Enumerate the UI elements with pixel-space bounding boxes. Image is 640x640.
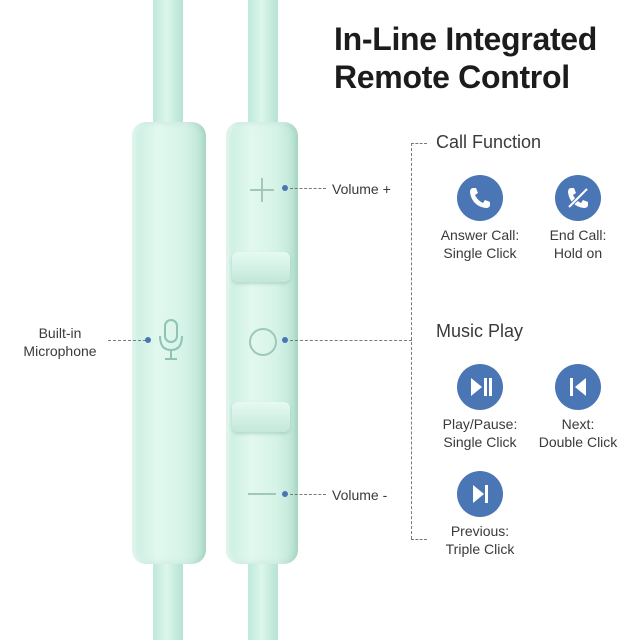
- phone-answer-icon: [457, 175, 503, 221]
- microphone-label-line-1: Built-in: [38, 325, 82, 341]
- microphone-label: Built-in Microphone: [18, 324, 102, 360]
- left-cable-bottom: [153, 560, 183, 640]
- music-play-heading: Music Play: [436, 321, 524, 341]
- title-line-1: In-Line Integrated: [334, 21, 598, 57]
- next-line-1: Next:: [561, 416, 595, 432]
- right-cable-top: [248, 0, 278, 128]
- phone-end-icon: [555, 175, 601, 221]
- left-cable-top: [153, 0, 183, 128]
- end-call-caption: End Call: Hold on: [523, 226, 633, 262]
- volume-down-label: Volume -: [332, 487, 388, 503]
- end-call-line-2: Hold on: [553, 245, 603, 261]
- volume-down-leader-dot: [282, 491, 288, 497]
- center-leader-line: [290, 340, 412, 341]
- answer-call-line-2: Single Click: [443, 245, 517, 261]
- answer-call-caption: Answer Call: Single Click: [425, 226, 535, 262]
- microphone-icon: [156, 318, 186, 362]
- play-pause-line-1: Play/Pause:: [442, 416, 518, 432]
- next-caption: Next: Double Click: [520, 415, 636, 451]
- plus-icon: [250, 178, 274, 202]
- volume-down-leader-line: [290, 494, 326, 495]
- play-pause-icon: [457, 364, 503, 410]
- volume-up-leader-line: [290, 188, 326, 189]
- next-line-2: Double Click: [538, 434, 618, 450]
- end-call-line-1: End Call:: [549, 227, 607, 243]
- mic-leader-line: [108, 340, 146, 341]
- volume-down-button[interactable]: [248, 493, 276, 495]
- call-function-heading: Call Function: [436, 132, 542, 152]
- skip-back-icon: [555, 364, 601, 410]
- mic-leader-dot: [145, 337, 151, 343]
- function-bracket: [411, 143, 412, 539]
- previous-line-1: Previous:: [450, 523, 510, 539]
- right-cable-bottom: [248, 560, 278, 640]
- center-leader-dot: [282, 337, 288, 343]
- previous-line-2: Triple Click: [445, 541, 515, 557]
- remote-ridge-bottom: [232, 402, 290, 432]
- skip-forward-icon: [457, 471, 503, 517]
- title-line-2: Remote Control: [334, 59, 570, 95]
- bracket-top-tick: [411, 143, 427, 144]
- play-pause-caption: Play/Pause: Single Click: [425, 415, 535, 451]
- play-pause-line-2: Single Click: [443, 434, 517, 450]
- center-button[interactable]: [249, 328, 277, 356]
- volume-up-button[interactable]: [248, 176, 276, 204]
- remote-ridge-top: [232, 252, 290, 282]
- volume-up-leader-dot: [282, 185, 288, 191]
- answer-call-line-1: Answer Call:: [440, 227, 520, 243]
- bracket-bottom-tick: [411, 539, 427, 540]
- remote-back-view: [132, 122, 206, 564]
- page-title: In-Line Integrated Remote Control: [334, 20, 597, 96]
- volume-up-label: Volume +: [332, 181, 391, 197]
- previous-caption: Previous: Triple Click: [425, 522, 535, 558]
- microphone-label-line-2: Microphone: [23, 343, 97, 359]
